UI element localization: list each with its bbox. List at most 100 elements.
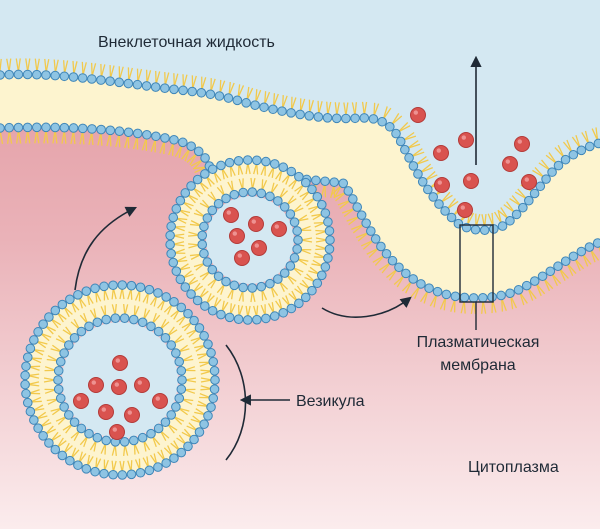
membrane-core [0, 74, 600, 298]
vesicle-fusing-lipid-tail [299, 282, 310, 290]
vesicle-free-lipid-head [108, 469, 118, 480]
membrane-outer-lipid-head [304, 111, 315, 121]
vesicle-fusing-lipid-tail [309, 266, 320, 275]
membrane-outer-lipid-tail [354, 102, 358, 116]
vesicle-free-lipid-tail [89, 309, 97, 320]
membrane-outer-lipid-head [385, 121, 395, 132]
vesicle-fusing-lipid-head [192, 295, 203, 306]
membrane-inner-lipid-head [361, 218, 371, 228]
cargo-molecule [410, 107, 426, 123]
vesicle-free-lipid-tail [73, 430, 81, 441]
vesicle-free-lipid-tail [86, 456, 94, 467]
membrane-outer-lipid-tail [407, 143, 421, 149]
cargo-molecule [124, 407, 140, 423]
vesicle-free-lipid-tail [199, 361, 211, 368]
cargo-molecule [457, 202, 473, 218]
membrane-outer-lipid-tail [581, 132, 590, 145]
vesicle-fusing-lipid-head [247, 187, 258, 197]
vesicle-fusing-lipid-tail [255, 163, 259, 175]
vesicle-free-lipid-tail [27, 374, 40, 379]
membrane-inner-lipid-tail [510, 295, 518, 309]
cargo-molecule [251, 240, 267, 256]
membrane-outer-lipid-tail [90, 62, 93, 77]
vesicle-free-lipid-tail [178, 407, 190, 412]
vesicle-free-lipid-head [117, 280, 128, 290]
membrane-outer-lipid-tail [63, 60, 69, 74]
vesicle-fusing-lipid-tail [312, 259, 323, 267]
vesicle-fusing-lipid-head [224, 312, 235, 323]
membrane-outer-lipid-head [123, 78, 134, 89]
membrane-outer-lipid-tail [336, 102, 340, 116]
vesicle-fusing-lipid-head [273, 274, 283, 284]
vesicle-free-lipid-tail [199, 392, 211, 399]
cargo-molecule [514, 136, 530, 152]
membrane-outer-lipid-tail [255, 89, 258, 103]
membrane-outer-lipid-tail [201, 77, 207, 91]
vesicle-fusing-lipid-tail [315, 230, 327, 236]
vesicle-fusing-lipid-head [197, 230, 208, 241]
membrane-inner-lipid-tail [519, 292, 525, 306]
membrane-inner-lipid-tail [590, 249, 596, 263]
vesicle-fusing-lipid-head [165, 230, 175, 241]
membrane-outer-lipid-tail [424, 171, 436, 181]
vesicle-free-lipid-tail [178, 344, 188, 353]
vesicle-fusing-lipid-tail [206, 295, 215, 305]
vesicle-fusing-lipid-head [278, 162, 289, 173]
vesicle-free-lipid-head [166, 410, 177, 420]
vesicle-fusing-lipid-tail [291, 290, 298, 302]
membrane-inner-lipid-tail [582, 253, 589, 267]
cargo-molecule [88, 377, 104, 393]
membrane-outer-lipid-tail [440, 194, 453, 203]
membrane-outer-lipid-tail [34, 58, 38, 72]
membrane-outer-lipid-tail [81, 61, 84, 76]
vesicle-fusing-lipid-head [279, 268, 290, 278]
membrane-outer-lipid-head [250, 100, 260, 111]
membrane-outer-lipid-tail [584, 130, 590, 144]
membrane-inner-lipid-tail [168, 142, 174, 156]
vesicle-fusing-lipid-tail [275, 169, 283, 180]
cargo-molecule [73, 393, 89, 409]
membrane-inner-lipid-tail [598, 245, 600, 253]
vesicle-free-lipid-tail [170, 442, 180, 451]
membrane-outer-lipid-tail [164, 72, 170, 86]
membrane-inner-lipid-tail [72, 130, 76, 145]
vesicle-fusing-lipid-tail [175, 256, 187, 263]
membrane-inner-lipid-tail [337, 199, 351, 206]
vesicle-free-lipid-tail [176, 437, 187, 445]
vesicle-free-lipid-tail [45, 325, 54, 335]
cargo-molecule [502, 156, 518, 172]
vesicle-free-lipid-tail [78, 297, 87, 307]
vesicle-free-lipid-tail [70, 430, 80, 439]
cargo-highlight [112, 427, 118, 432]
membrane-outer-lipid-head [259, 102, 269, 113]
vesicle-free-lipid-tail [160, 299, 166, 311]
membrane-inner-lipid-tail [189, 153, 198, 166]
vesicle-fusing-lipid-tail [182, 270, 192, 279]
cargo-highlight [466, 176, 471, 181]
vesicle-fusing-lipid-head [200, 301, 210, 311]
vesicle-free-lipid-head [206, 402, 216, 412]
membrane-inner-lipid-head [376, 241, 386, 252]
membrane-inner-lipid-tail [450, 299, 456, 312]
vesicle-fusing-lipid-head [197, 239, 208, 250]
vesicle-fusing-lipid-tail [292, 204, 302, 213]
vesicle-fusing-lipid-tail [220, 185, 226, 197]
vesicle-fusing-lipid-tail [294, 288, 305, 296]
membrane-inner-lipid-tail [150, 139, 157, 152]
membrane-inner-lipid-head [356, 210, 367, 220]
vesicle-fusing-lipid-tail [195, 262, 206, 271]
vesicle-fusing-lipid-head [312, 191, 323, 202]
cargo-molecule [521, 174, 537, 190]
vesicle-fusing-lipid-tail [245, 162, 249, 175]
vesicle-fusing-lipid-tail [311, 263, 323, 267]
vesicle-fusing-lipid-tail [261, 289, 268, 301]
vesicle-fusing-lipid-tail [315, 239, 328, 243]
vesicle-fusing-lipid-head [238, 282, 248, 293]
vesicle-free-lipid-head [69, 333, 80, 343]
label-membrane-line1: Плазматическая [417, 334, 540, 351]
membrane-outer-lipid-head [395, 136, 406, 147]
membrane-inner-lipid-tail [357, 232, 369, 242]
membrane-outer-lipid-tail [575, 134, 581, 148]
vesicle-fusing-lipid-tail [311, 213, 323, 217]
vesicle-fusing-lipid-head [229, 189, 240, 200]
